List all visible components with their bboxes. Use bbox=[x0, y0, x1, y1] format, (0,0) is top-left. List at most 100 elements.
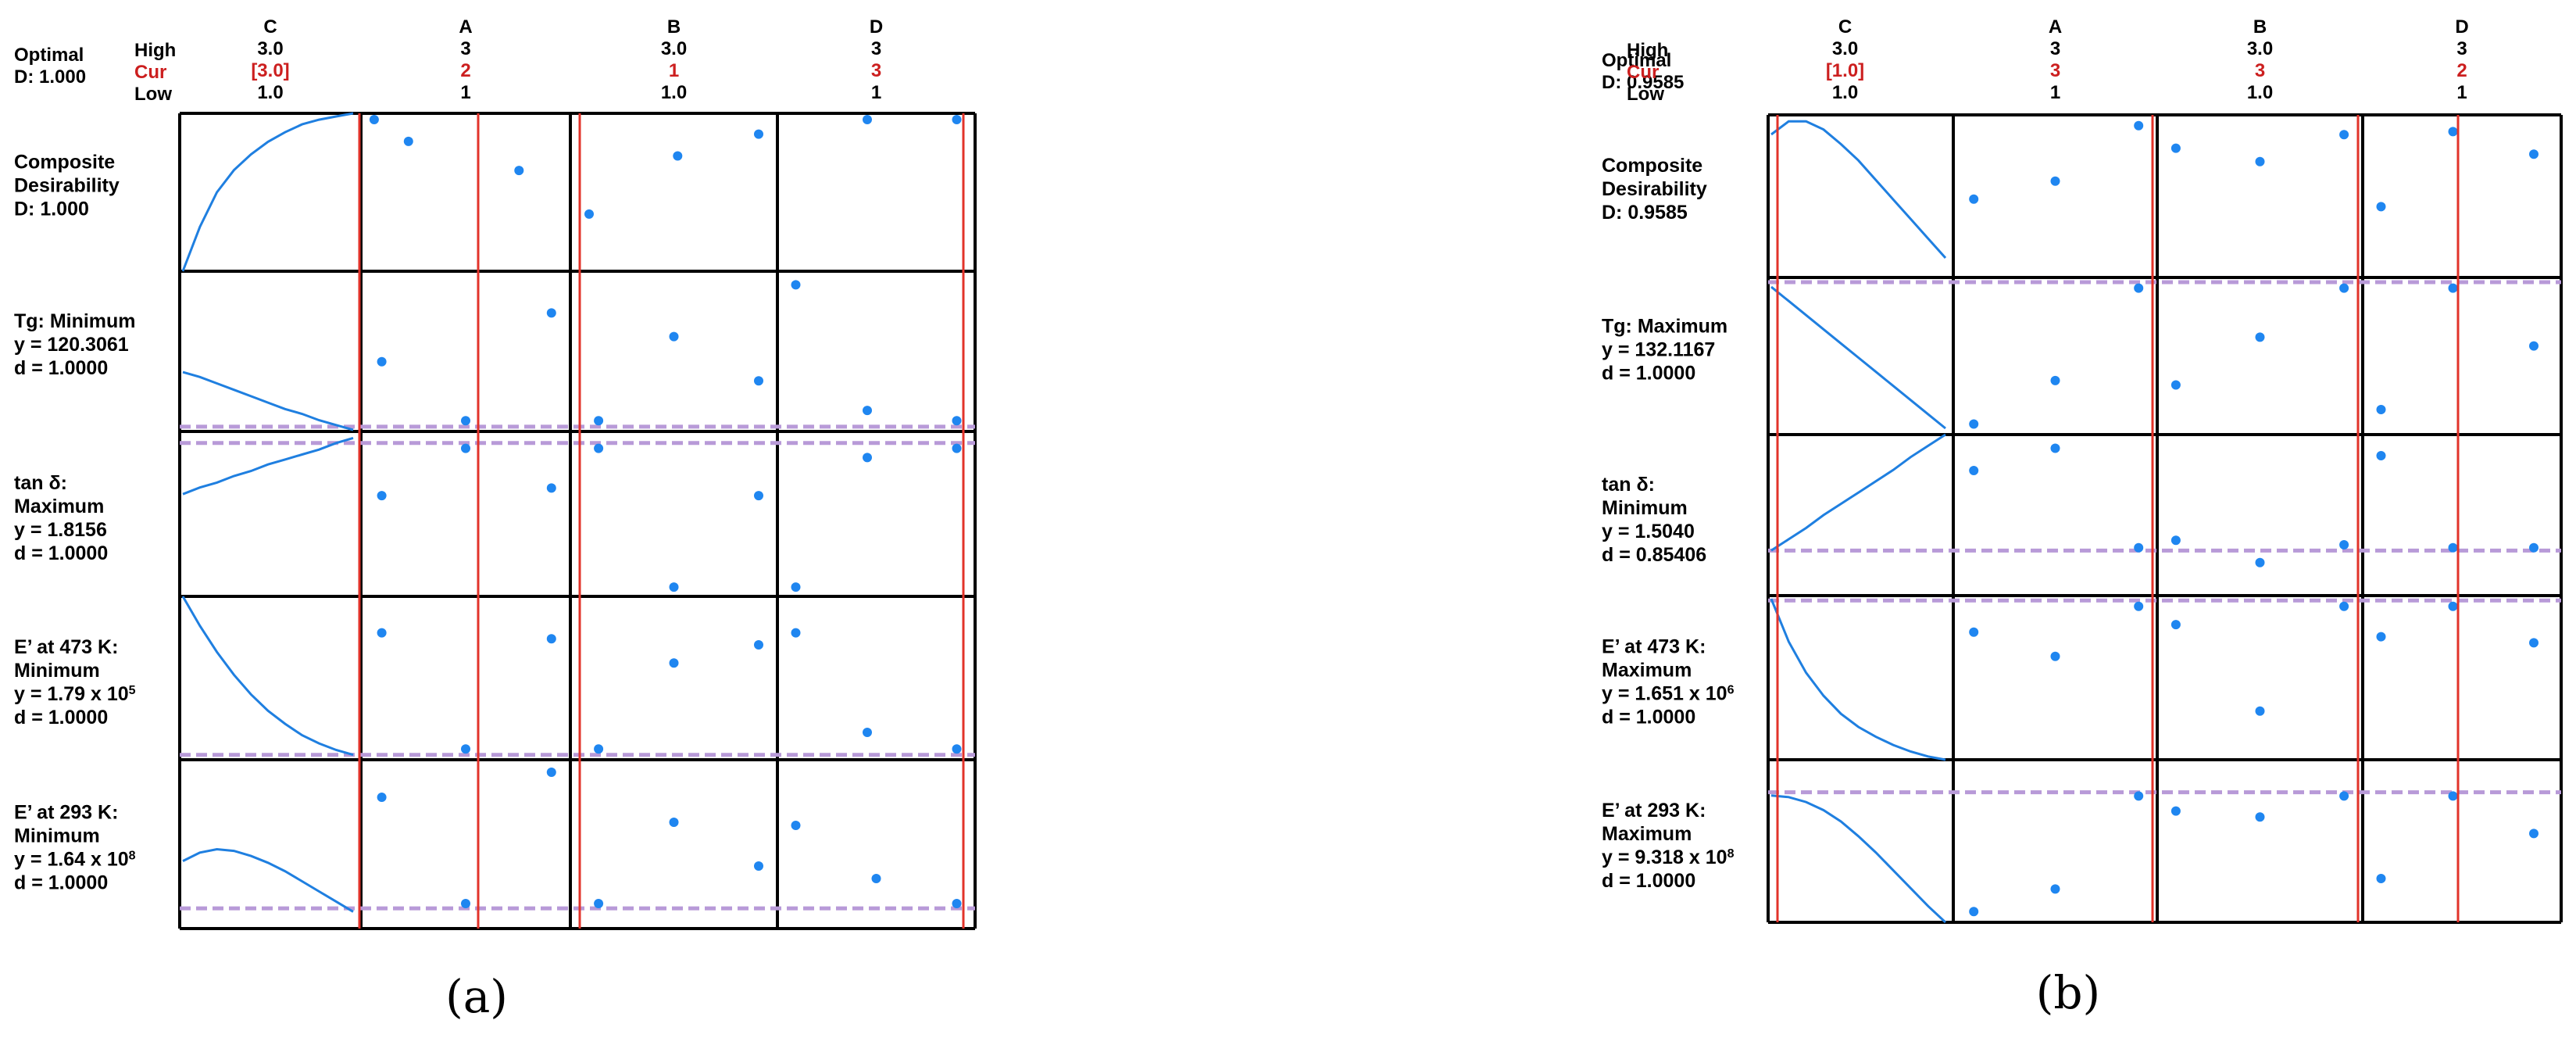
data-point bbox=[669, 331, 679, 342]
factor-current-B: 3 bbox=[2255, 60, 2265, 81]
response-label-line: Minimum bbox=[14, 660, 100, 682]
data-point bbox=[871, 874, 881, 883]
factor-high-B: 3.0 bbox=[2247, 38, 2273, 59]
response-label-line: d = 1.0000 bbox=[1602, 707, 1695, 728]
data-point bbox=[952, 443, 962, 453]
response-label-line: y = 120.3061 bbox=[14, 334, 129, 356]
response-label-line: E’ at 293 K: bbox=[14, 802, 118, 824]
factor-name-A: A bbox=[459, 16, 472, 38]
optimal-label: Optimal bbox=[14, 45, 84, 66]
data-point bbox=[2339, 601, 2349, 611]
factor-low-B: 1.0 bbox=[661, 82, 687, 103]
response-label-line: y = 1.651 x 106 bbox=[1602, 683, 1735, 705]
row-label-low: Low bbox=[134, 84, 172, 105]
data-point bbox=[377, 793, 387, 802]
response-label-line: d = 0.85406 bbox=[1602, 544, 1706, 566]
data-point bbox=[2050, 176, 2060, 186]
data-point bbox=[2339, 540, 2349, 549]
factor-current-C: [1.0] bbox=[1826, 60, 1864, 81]
response-label-line: E’ at 473 K: bbox=[14, 636, 118, 658]
data-point bbox=[594, 744, 604, 754]
row-label-cur: Cur bbox=[134, 62, 166, 83]
data-point bbox=[2134, 120, 2144, 131]
data-point bbox=[403, 136, 413, 146]
data-point bbox=[546, 634, 556, 644]
data-point bbox=[791, 628, 801, 638]
response-label-line: Maximum bbox=[14, 496, 104, 517]
data-point bbox=[594, 416, 604, 426]
data-point bbox=[1969, 466, 1979, 475]
data-point bbox=[2170, 143, 2181, 153]
response-label-line: d = 1.0000 bbox=[14, 542, 108, 564]
optimal-desirability: D: 1.000 bbox=[14, 66, 86, 88]
response-label-line: d = 1.0000 bbox=[14, 872, 108, 894]
response-label-line: y = 9.318 x 108 bbox=[1602, 847, 1735, 868]
data-point bbox=[754, 861, 763, 871]
response-label-line: Minimum bbox=[14, 825, 100, 847]
data-point bbox=[2255, 156, 2265, 166]
response-label-line: Composite bbox=[14, 152, 115, 174]
factor-low-A: 1 bbox=[460, 82, 470, 103]
response-label-superscript: 8 bbox=[129, 849, 136, 862]
optimal-label: Optimal bbox=[1602, 50, 1671, 71]
panel-caption: (a) bbox=[445, 970, 508, 1023]
factor-high-A: 3 bbox=[460, 38, 470, 59]
factor-low-C: 1.0 bbox=[1832, 82, 1858, 103]
factor-high-A: 3 bbox=[2050, 38, 2060, 59]
response-label-line: Desirability bbox=[1602, 178, 1707, 200]
data-point bbox=[952, 744, 962, 754]
data-point bbox=[754, 491, 763, 501]
factor-low-D: 1 bbox=[2456, 82, 2467, 103]
data-point bbox=[863, 453, 872, 463]
data-point bbox=[2050, 443, 2060, 453]
data-point bbox=[514, 166, 524, 176]
response-label-line: d = 1.0000 bbox=[14, 707, 108, 728]
factor-high-D: 3 bbox=[2456, 38, 2467, 59]
data-point bbox=[2529, 638, 2538, 648]
response-label-line: Maximum bbox=[1602, 660, 1692, 682]
data-point bbox=[1969, 907, 1979, 917]
data-point bbox=[952, 899, 962, 908]
data-point bbox=[952, 115, 962, 124]
data-point bbox=[669, 582, 679, 592]
response-label-superscript: 8 bbox=[1727, 847, 1735, 860]
response-curve bbox=[1770, 285, 1946, 430]
response-curve bbox=[182, 436, 354, 496]
data-point bbox=[2255, 557, 2265, 567]
data-point bbox=[1969, 627, 1979, 637]
data-point bbox=[594, 443, 604, 453]
factor-low-B: 1.0 bbox=[2247, 82, 2273, 103]
data-point bbox=[863, 406, 872, 416]
data-point bbox=[2050, 375, 2060, 385]
data-point bbox=[461, 416, 470, 426]
response-label-line: E’ at 473 K: bbox=[1602, 636, 1706, 658]
data-point bbox=[2448, 283, 2458, 293]
response-label-line: E’ at 293 K: bbox=[1602, 800, 1706, 821]
factor-current-C: [3.0] bbox=[251, 60, 289, 81]
factor-name-D: D bbox=[2455, 16, 2468, 38]
data-point bbox=[1969, 419, 1979, 429]
factor-low-A: 1 bbox=[2050, 82, 2060, 103]
data-point bbox=[2376, 202, 2386, 212]
factor-current-B: 1 bbox=[669, 60, 679, 81]
data-point bbox=[2170, 535, 2181, 546]
data-point bbox=[461, 899, 470, 908]
data-point bbox=[2134, 542, 2144, 553]
response-label-line: D: 1.000 bbox=[14, 199, 89, 220]
data-point bbox=[2529, 149, 2538, 159]
row-label-low: Low bbox=[1627, 84, 1664, 105]
data-point bbox=[1969, 194, 1979, 204]
response-label-line: Composite bbox=[1602, 155, 1702, 177]
data-point bbox=[377, 356, 387, 367]
data-point bbox=[461, 443, 470, 453]
data-point bbox=[754, 376, 763, 386]
response-label-line: Tg: Minimum bbox=[14, 310, 136, 332]
row-label-cur: Cur bbox=[1627, 62, 1659, 83]
panel-caption: (b) bbox=[2036, 966, 2100, 1019]
data-point bbox=[2376, 874, 2386, 883]
response-curve bbox=[182, 847, 354, 913]
optimal-desirability: D: 0.9585 bbox=[1602, 72, 1684, 93]
response-label-line: D: 0.9585 bbox=[1602, 202, 1688, 224]
factor-current-A: 2 bbox=[460, 60, 470, 81]
